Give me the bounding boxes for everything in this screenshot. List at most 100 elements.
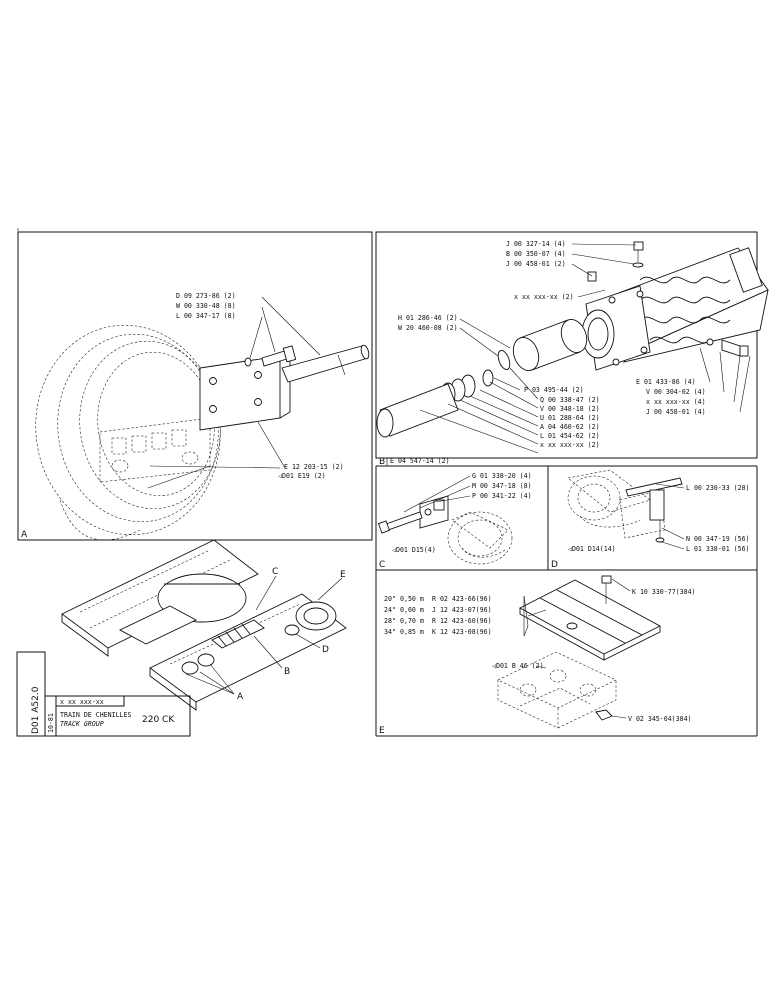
part-ref: D 09 273-86 (2): [176, 292, 236, 300]
track-shoe: [519, 579, 661, 661]
part-ref: W 00 330-48 (8): [176, 302, 236, 310]
overview-callouts: C E B D A: [237, 567, 346, 702]
panel-b-labels: J 00 327-14 (4) B 00 350-07 (4) J 00 458…: [379, 240, 706, 467]
shoe-bolt: [601, 575, 612, 604]
undercarriage-overview: [61, 539, 347, 711]
shoe-size-metric: 0,60 m: [400, 606, 424, 614]
top-bolt: [587, 241, 644, 282]
part-ref: P 03 495-44 (2): [524, 386, 584, 394]
idler-hub: [99, 417, 211, 483]
part-ref: E 01 433-86 (4): [636, 378, 696, 386]
assembly-ref: ◁D01 E19 (2): [278, 472, 326, 480]
shoe-size-metric: 0,50 m: [400, 595, 424, 603]
panel-a-drawing: [35, 296, 370, 541]
shoe-ref: R 12 423-60(96): [432, 617, 492, 625]
part-ref: L 01 454-62 (2): [540, 432, 600, 440]
roller-bracket: [625, 477, 683, 543]
title-fr: TRAIN DE CHENILLES: [60, 711, 131, 719]
center-frame: [119, 573, 247, 645]
cylinder: [512, 319, 588, 371]
ref-box: x xx xxx-xx: [60, 698, 104, 706]
panel-frames: [17, 228, 758, 737]
part-ref: U 01 288-64 (2): [540, 414, 600, 422]
bottom-roller: [447, 511, 513, 565]
end-bracket: [419, 495, 449, 529]
panel-letter-e: E: [379, 726, 385, 736]
part-ref: W 20 460-08 (2): [398, 324, 458, 332]
shoe-table: 20" 0,50 m R 02 423-66(96) 24" 0,60 m J …: [384, 595, 492, 636]
panel-letter-b: B: [379, 457, 385, 467]
panel-d-labels: L 00 230-33 (28) N 00 347-19 (56) L 01 3…: [551, 484, 750, 570]
part-ref: M 00 347-18 (8): [472, 482, 532, 490]
callout-a: A: [237, 692, 244, 702]
part-ref: V 00 304-02 (4): [646, 388, 706, 396]
part-ref: A 04 460-62 (2): [540, 423, 600, 431]
assembly-ref: ◁D01 D15(4): [392, 546, 436, 554]
part-ref: L 01 338-01 (56): [686, 545, 750, 553]
spring-flange: [581, 285, 651, 371]
part-ref: P 00 341-22 (4): [472, 492, 532, 500]
callout-e: E: [340, 570, 346, 580]
title-block: D01 A52.0 10-81 x xx xxx-xx TRAIN DE CHE…: [16, 651, 191, 737]
panel-c-labels: G 01 338-20 (4) M 00 347-18 (8) P 00 341…: [379, 472, 532, 570]
part-ref: J 00 458-01 (4): [646, 408, 706, 416]
shoe-size-metric: 0,70 m: [400, 617, 424, 625]
panel-letter-a: A: [21, 530, 28, 540]
assembly-ref: E 04 547-14 (2): [390, 457, 450, 465]
shoe-ref: J 12 423-07(96): [432, 606, 492, 614]
sheet-code: D01 A52.0: [31, 686, 41, 734]
panel-d-drawing: [567, 469, 685, 550]
panel-letter-d: D: [551, 560, 558, 570]
part-ref: V 00 348-18 (2): [540, 405, 600, 413]
shoe-ref: R 02 423-66(96): [432, 595, 492, 603]
bolt-and-washer: [244, 345, 297, 367]
part-ref: N 00 347-19 (56): [686, 535, 750, 543]
shoe-ref: K 12 423-08(96): [432, 628, 492, 636]
panel-a-labels: D 09 273-86 (2) W 00 330-48 (8) L 00 347…: [21, 292, 344, 540]
assembly-ref: ◁D01 B 46 (2): [492, 662, 544, 670]
shoe-size-metric: 0,85 m: [400, 628, 424, 636]
part-ref: V 02 345-04(384): [628, 715, 692, 723]
callout-d: D: [322, 645, 329, 655]
bracket-plate: [199, 351, 291, 431]
part-ref: J 00 327-14 (4): [506, 240, 566, 248]
recoil-spring-unit: [211, 619, 265, 649]
callout-c: C: [272, 567, 278, 577]
right-track-frame: [149, 593, 347, 711]
part-ref: K 10 330-77(384): [632, 588, 696, 596]
callout-b: B: [284, 667, 290, 677]
model-name: 220 CK: [142, 715, 175, 725]
part-ref: x xx xxx-xx (2): [540, 441, 600, 449]
panel-b-drawing: [376, 241, 769, 454]
panel-c-drawing: [377, 475, 513, 565]
shoe-size-inch: 34": [384, 628, 396, 636]
part-ref: E 12 203-15 (2): [284, 463, 344, 471]
roller-group: [181, 624, 300, 675]
panel-letter-c: C: [379, 560, 385, 570]
part-ref: x xx xxx-xx (4): [646, 398, 706, 406]
top-roller: [567, 469, 666, 539]
assembly-ref: ◁D01 D14(14): [568, 545, 616, 553]
idler-axle: [281, 344, 370, 383]
part-ref: G 01 338-20 (4): [472, 472, 532, 480]
sheet-date: 10-81: [47, 713, 55, 733]
panel-e-labels: 20" 0,50 m R 02 423-66(96) 24" 0,60 m J …: [379, 588, 696, 736]
shoe-size-inch: 28": [384, 617, 396, 625]
bolt: [377, 511, 423, 534]
panel-e-drawing: [497, 575, 661, 729]
part-ref: Q 00 338-47 (2): [540, 396, 600, 404]
shoe-size-inch: 20": [384, 595, 396, 603]
piston-parts: [376, 349, 511, 438]
part-ref: B 00 350-07 (4): [506, 250, 566, 258]
part-ref: x xx xxx-xx (2): [514, 293, 574, 301]
part-ref: L 00 347-17 (8): [176, 312, 236, 320]
shoe-size-inch: 24": [384, 606, 396, 614]
part-ref: L 00 230-33 (28): [686, 484, 750, 492]
shoe-nut: [595, 709, 613, 721]
grease-fitting: [706, 338, 749, 357]
part-ref: J 00 458-01 (2): [506, 260, 566, 268]
track-chain: [497, 651, 617, 729]
title-en: TRACK GROUP: [60, 720, 104, 728]
part-ref: H 01 286-46 (2): [398, 314, 458, 322]
